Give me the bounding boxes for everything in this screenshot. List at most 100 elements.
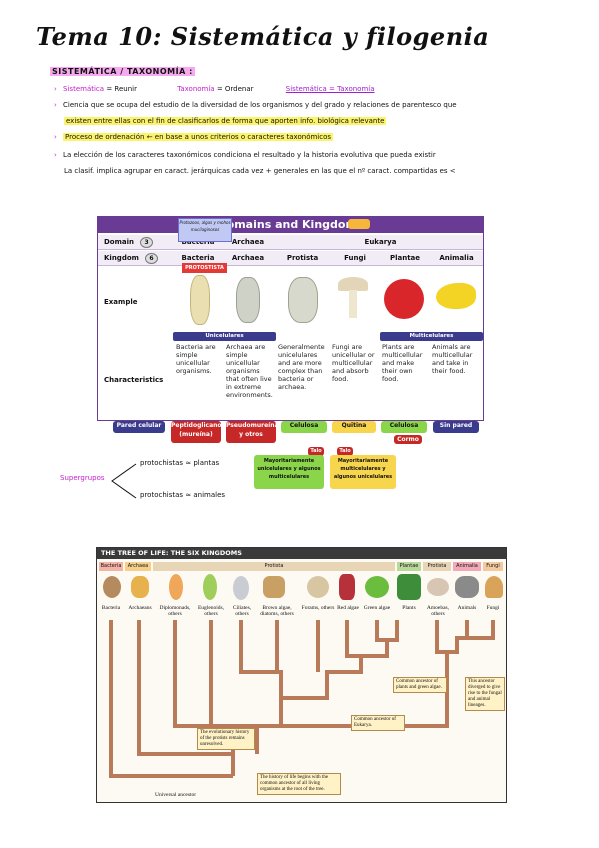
domain-archaea: Archaea: [231, 238, 265, 246]
bullet-eleccion: › La elección de los caracteres taxonómi…: [54, 151, 436, 159]
proceso-text: Proceso de ordenación ← en base a unos c…: [63, 133, 334, 141]
supergrupos-line2: protochistas ≈ animales: [140, 491, 226, 499]
term-taxonomia: Taxonomía: [177, 85, 215, 93]
domain-bacteria: Bacteria: [181, 238, 215, 246]
cat-animalia: Animalia: [453, 562, 481, 571]
kingdom-count: 6: [144, 253, 158, 264]
label-fungi: Fungi: [486, 605, 500, 611]
bullet-arrow-icon: ›: [54, 101, 57, 109]
bacteria-image: [190, 275, 210, 325]
note-plants: Common ancestor of plants and green alga…: [393, 677, 447, 693]
bullet-ciencia-cont: existen entre ellas con el fin de clasif…: [64, 117, 387, 125]
label-ciliates: Ciliates, others: [232, 605, 252, 617]
universal-ancestor-label: Universal ancestor: [155, 792, 197, 798]
kingdom-plantae: Plantae: [389, 254, 421, 262]
label-diplomonads: Diplomonads, others: [159, 605, 191, 617]
char-archaea: Archaea are simple unicellular organisms…: [226, 343, 273, 399]
mushroom-cap-image: [338, 277, 368, 291]
bullet-proceso: › Proceso de ordenación ← en base a unos…: [54, 133, 334, 141]
cat-protista-2: Protista: [423, 562, 451, 571]
tag-peptidoglicano: Peptidoglicano (mureína): [171, 421, 222, 443]
mushroom-stem-image: [349, 290, 357, 318]
foram-icon: [307, 576, 329, 598]
ciencia-line1: Ciencia que se ocupa del estudio de la d…: [63, 101, 457, 109]
label-animals: Animals: [457, 605, 477, 611]
tree-heading: THE TREE OF LIFE: THE SIX KINGDOMS: [97, 548, 506, 559]
note-eukarya: Common ancestor of Eukarya.: [351, 715, 405, 731]
def-reunir: = Reunir: [106, 85, 137, 93]
archaea-icon: [131, 576, 149, 598]
protista-image: [288, 277, 318, 323]
cat-archaea: Archaea: [125, 562, 151, 571]
tag-pared: Pared celular: [113, 421, 165, 433]
band-unicelulares: Unicelulares: [173, 332, 276, 341]
label-archaeans: Archaeans: [128, 605, 152, 611]
note-universal: The history of life begins with the comm…: [257, 773, 341, 795]
box-mayor-unicelulares: Mayoritariamente unicelulares y algunos …: [254, 455, 324, 489]
protista-note: Protozoos, algas y mohos mucilaginosos: [178, 218, 232, 242]
diplomonad-icon: [169, 574, 183, 600]
char-fungi: Fungi are unicellular or multicellular a…: [332, 343, 375, 383]
amoeba-icon: [427, 578, 449, 596]
note-fungi: This ancestor diverged to give rise to t…: [465, 677, 505, 711]
label-red-algae: Red algae: [337, 605, 359, 611]
char-protista: Generalmente unicelulares and are more c…: [278, 343, 325, 391]
cat-protista: Protista: [153, 562, 395, 571]
euglenoid-icon: [203, 574, 217, 600]
ciencia-line2: existen entre ellas con el fin de clasif…: [64, 117, 387, 125]
table-heading: Domains and Kingdoms: [98, 217, 483, 233]
red-algae-icon: [339, 574, 355, 600]
label-bacteria: Bacteria: [101, 605, 121, 611]
characteristics-label: Characteristics: [104, 376, 164, 384]
kingdom-fungi: Fungi: [344, 254, 366, 262]
archaea-image: [236, 277, 260, 323]
band-multicelulares: Multicelulares: [380, 332, 483, 341]
plant-icon: [397, 574, 421, 600]
flower-image: [384, 279, 424, 319]
supergrupos-brace: [111, 463, 137, 499]
cat-fungi: Fungi: [483, 562, 503, 571]
example-label: Example: [104, 298, 138, 306]
tag-cormo: Cormo: [394, 435, 422, 444]
brown-algae-icon: [263, 576, 285, 598]
char-animalia: Animals are multicellular and take in th…: [432, 343, 473, 375]
cat-bacteria: Bacteria: [99, 562, 123, 571]
bullet-arrow-icon: ›: [54, 85, 57, 93]
page-title: Tema 10: Sistemática y filogenia: [36, 22, 490, 51]
bullet-eleccion-cont: La clasif. implica agrupar en caract. je…: [64, 167, 456, 175]
section-heading: SISTEMÁTICA / TAXONOMÍA :: [50, 67, 195, 76]
domain-eukarya: Eukarya: [364, 238, 397, 246]
tag-celulosa-plantae: Celulosa: [381, 421, 427, 433]
protostista-tag: PROTOSTISTA: [182, 263, 227, 273]
cat-plantae: Plantae: [397, 562, 421, 571]
bacteria-icon: [103, 576, 121, 598]
tag-talo-2: Talo: [337, 447, 353, 456]
tag-quitina: Quitina: [332, 421, 376, 433]
eleccion-line2: La clasif. implica agrupar en caract. je…: [64, 167, 456, 175]
bullet-sistematica: › Sistemática = Reunir Taxonomía = Orden…: [54, 85, 375, 93]
note-protists: The evolutionary history of the protists…: [197, 728, 255, 750]
kingdom-protista: Protista: [286, 254, 319, 262]
kingdom-archaea: Archaea: [231, 254, 265, 262]
def-ordenar: = Ordenar: [216, 85, 254, 93]
animal-icon: [455, 576, 479, 598]
kingdom-bacteria: Bacteria: [181, 254, 215, 262]
char-plantae: Plants are multicellular and make their …: [382, 343, 423, 383]
box-mayor-multicelulares: Mayoritariamente multicelulares y alguno…: [330, 455, 396, 489]
bird-image: [436, 283, 476, 309]
bullet-arrow-icon: ›: [54, 133, 57, 141]
label-euglenoids: Euglenoids, others: [197, 605, 225, 617]
label-green-algae: Green algae: [363, 605, 391, 611]
label-forams: Forams, others: [301, 605, 335, 611]
bullet-ciencia: › Ciencia que se ocupa del estudio de la…: [54, 101, 457, 109]
section-heading-text: SISTEMÁTICA / TAXONOMÍA :: [50, 67, 195, 76]
fungi-icon: [485, 576, 503, 598]
label-amoebas: Amoebas, others: [426, 605, 450, 617]
char-bacteria: Bacteria are simple unicellular organism…: [176, 343, 216, 375]
ciliate-icon: [233, 576, 249, 600]
green-algae-icon: [365, 576, 389, 598]
eleccion-line1: La elección de los caracteres taxonómico…: [63, 151, 436, 159]
